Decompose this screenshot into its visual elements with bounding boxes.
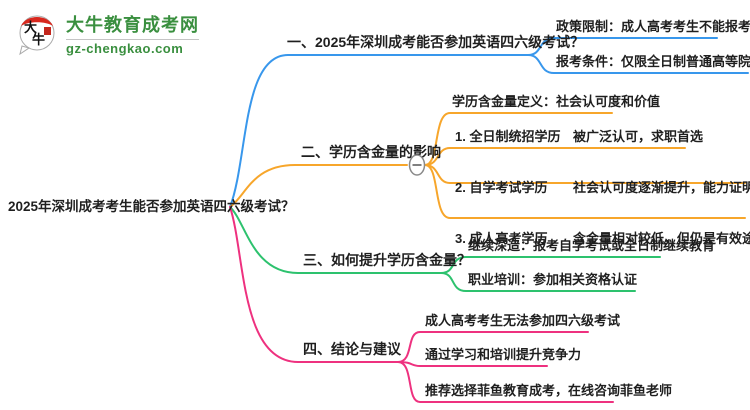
child-topic-label: 1. 全日制统招学历 — [455, 129, 561, 144]
daniu-bubble-icon: 大 牛 — [19, 15, 55, 56]
child-topic[interactable]: 2. 自学考试学历 社会认可度逐渐提升，能力证明 — [455, 180, 750, 196]
branch-2-connector — [229, 164, 408, 208]
child-topic[interactable]: 学历含金量定义：社会认可度和价值 — [452, 94, 661, 109]
branch-3-child-2-connector — [440, 272, 636, 292]
child-topic[interactable]: 继续深造：报考自学考试或全日制继续教育 — [468, 238, 716, 253]
branch-2-child-4-connector — [424, 164, 746, 219]
child-topic-label: 3. 成人高考学历 — [455, 231, 548, 246]
svg-text:牛: 牛 — [32, 32, 45, 48]
child-topic-label: 2. 自学考试学历 — [455, 180, 548, 195]
child-topic[interactable]: 3. 成人高考学历 含金量相对较低，但仍是有效途径 — [455, 231, 750, 247]
root-topic[interactable]: 2025年深圳成考考生能否参加英语四六级考试？ — [8, 199, 295, 214]
branch-4-child-3-connector — [397, 361, 614, 403]
branch-1-child-2-connector — [527, 54, 749, 74]
child-topic[interactable]: 报考条件：仅限全日制普通高等院校在校生 — [556, 54, 750, 69]
branch-topic-3[interactable]: 三、如何提升学历含金量？ — [303, 252, 471, 268]
child-topic-note: 被广泛认可，求职首选 — [573, 129, 704, 144]
minus-icon — [408, 154, 426, 176]
child-topic-note: 社会认可度逐渐提升，能力证明 — [573, 180, 750, 195]
branch-3-connector — [229, 206, 442, 274]
child-topic[interactable]: 职业培训：参加相关资格认证 — [468, 272, 638, 287]
branch-topic-1[interactable]: 一、2025年深圳成考能否参加英语四六级考试？ — [287, 34, 585, 50]
svg-text:大: 大 — [24, 20, 37, 36]
child-topic[interactable]: 1. 全日制统招学历 被广泛认可，求职首选 — [455, 129, 750, 145]
branch-topic-2[interactable]: 二、学历含金量的影响 — [301, 144, 441, 160]
logo-title: 大牛教育成考网 — [66, 14, 199, 35]
child-topic[interactable]: 成人高考考生无法参加四六级考试 — [425, 313, 621, 328]
branch-4-child-1-connector — [397, 331, 589, 363]
branch-3-child-1-connector — [440, 256, 661, 274]
child-topic[interactable]: 政策限制：成人高考考生不能报考 — [556, 19, 750, 34]
branch-1-connector — [229, 54, 529, 208]
logo-domain: gz-chengkao.com — [66, 38, 199, 56]
child-topic[interactable]: 推荐选择菲鱼教育成考，在线咨询菲鱼老师 — [425, 383, 673, 398]
branch-4-connector — [229, 206, 399, 363]
branch-2-child-2-connector — [424, 147, 686, 166]
branch-2-child-1-connector — [424, 112, 613, 166]
child-topic-note: 含金量相对较低，但仍是有效途径 — [573, 231, 750, 246]
site-logo[interactable]: 大 牛 大牛教育成考网 gz-chengkao.com — [16, 10, 199, 56]
child-topic[interactable]: 通过学习和培训提升竞争力 — [425, 347, 582, 362]
collapse-button[interactable] — [408, 154, 426, 176]
branch-topic-4[interactable]: 四、结论与建议 — [303, 341, 401, 357]
branch-1-child-1-connector — [527, 37, 718, 56]
